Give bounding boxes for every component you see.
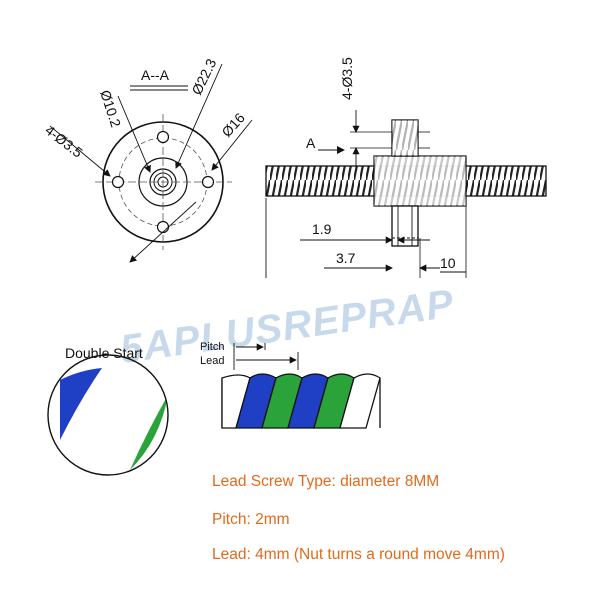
mount-hole-left [111,175,125,189]
dim-10: 10 [440,255,456,271]
mount-hole-bottom [156,220,170,234]
dim-hole-left: 4-Ø3.5 [42,122,86,161]
flange-front-view: A--A 4-Ø3.5 Ø10.2 Ø22.3 Ø16 [42,56,253,263]
dim-inner: Ø10.2 [97,88,124,129]
dim-1-9: 1.9 [312,221,332,237]
nut-side-view: A 1.9 3.7 10 4-Ø3.5 [265,57,547,278]
blue-thread-section [60,368,102,440]
spec-pitch: Pitch: 2mm [212,511,290,528]
pitch-label: Pitch [200,341,224,353]
dim-hole-top: 4-Ø3.5 [339,57,355,100]
mount-hole-top [156,130,170,144]
nut-flange-bottom [391,205,419,247]
double-start-diagram: Double Start [47,345,169,476]
spec-type: Lead Screw Type: diameter 8MM [212,473,440,490]
double-start-label: Double Start [65,345,143,361]
dim-3-7: 3.7 [336,250,356,266]
lead-label: Lead [200,355,224,367]
section-arrow-label: A [306,135,316,151]
green-thread-section [130,395,168,470]
section-label: A--A [141,67,170,83]
mount-hole-right [201,175,215,189]
dim-outer-top: Ø22.3 [188,56,219,97]
thread-profile-diagram: Pitch Lead [200,341,381,429]
dim-flange: Ø16 [218,109,248,140]
watermark: 5APLUSREPRAP [117,282,456,372]
spec-lead: Lead: 4mm (Nut turns a round move 4mm) [212,546,505,563]
